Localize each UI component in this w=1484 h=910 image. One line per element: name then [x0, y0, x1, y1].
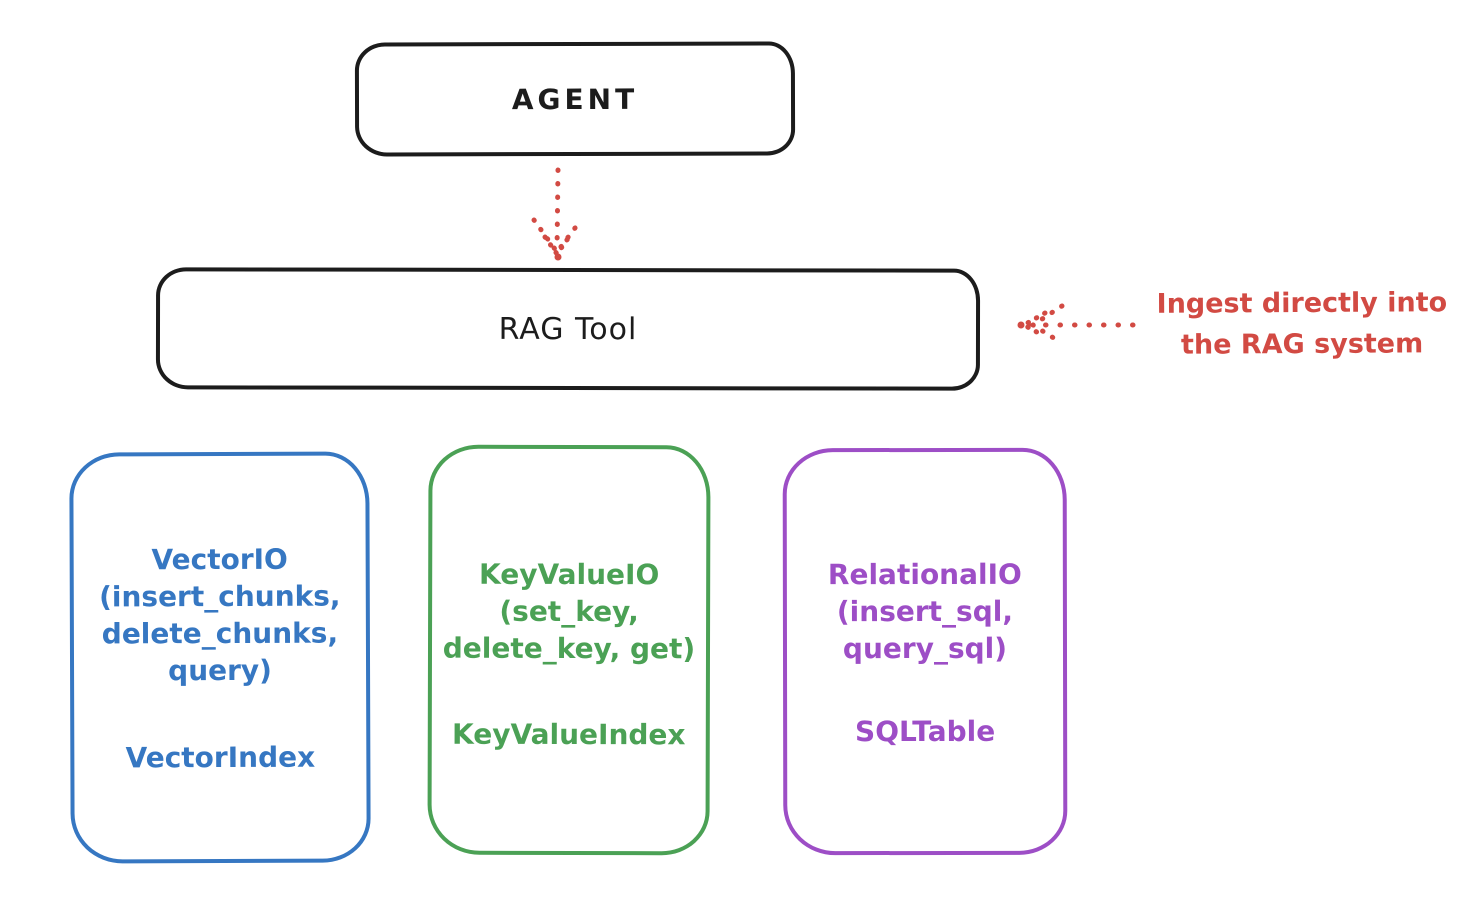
relationalio-methods: RelationalIO(insert_sql,query_sql) — [827, 557, 1022, 666]
vectorio-index-label: VectorIndex — [125, 740, 316, 775]
down-arrow-tip — [554, 253, 562, 261]
agent-box: AGENT — [354, 41, 796, 157]
vectorio-methods: VectorIO(insert_chunks,delete_chunks,que… — [98, 542, 341, 688]
keyvalueio-index-label: KeyValueIndex — [452, 717, 686, 752]
keyvalueio-box: KeyValueIO(set_key,delete_key, get) KeyV… — [427, 444, 711, 856]
left-arrow-tip — [1017, 321, 1025, 329]
left-arrow-icon — [1018, 303, 1136, 345]
relationalio-box: RelationalIO(insert_sql,query_sql) SQLTa… — [782, 447, 1068, 856]
relationalio-index-label: SQLTable — [855, 714, 996, 749]
vectorio-box: VectorIO(insert_chunks,delete_chunks,que… — [69, 451, 371, 864]
down-arrow-icon — [531, 167, 584, 259]
keyvalueio-methods: KeyValueIO(set_key,delete_key, get) — [442, 557, 696, 666]
rag-tool-box: RAG Tool — [155, 267, 981, 391]
rag-tool-label: RAG Tool — [498, 311, 638, 347]
agent-label: AGENT — [511, 82, 639, 116]
